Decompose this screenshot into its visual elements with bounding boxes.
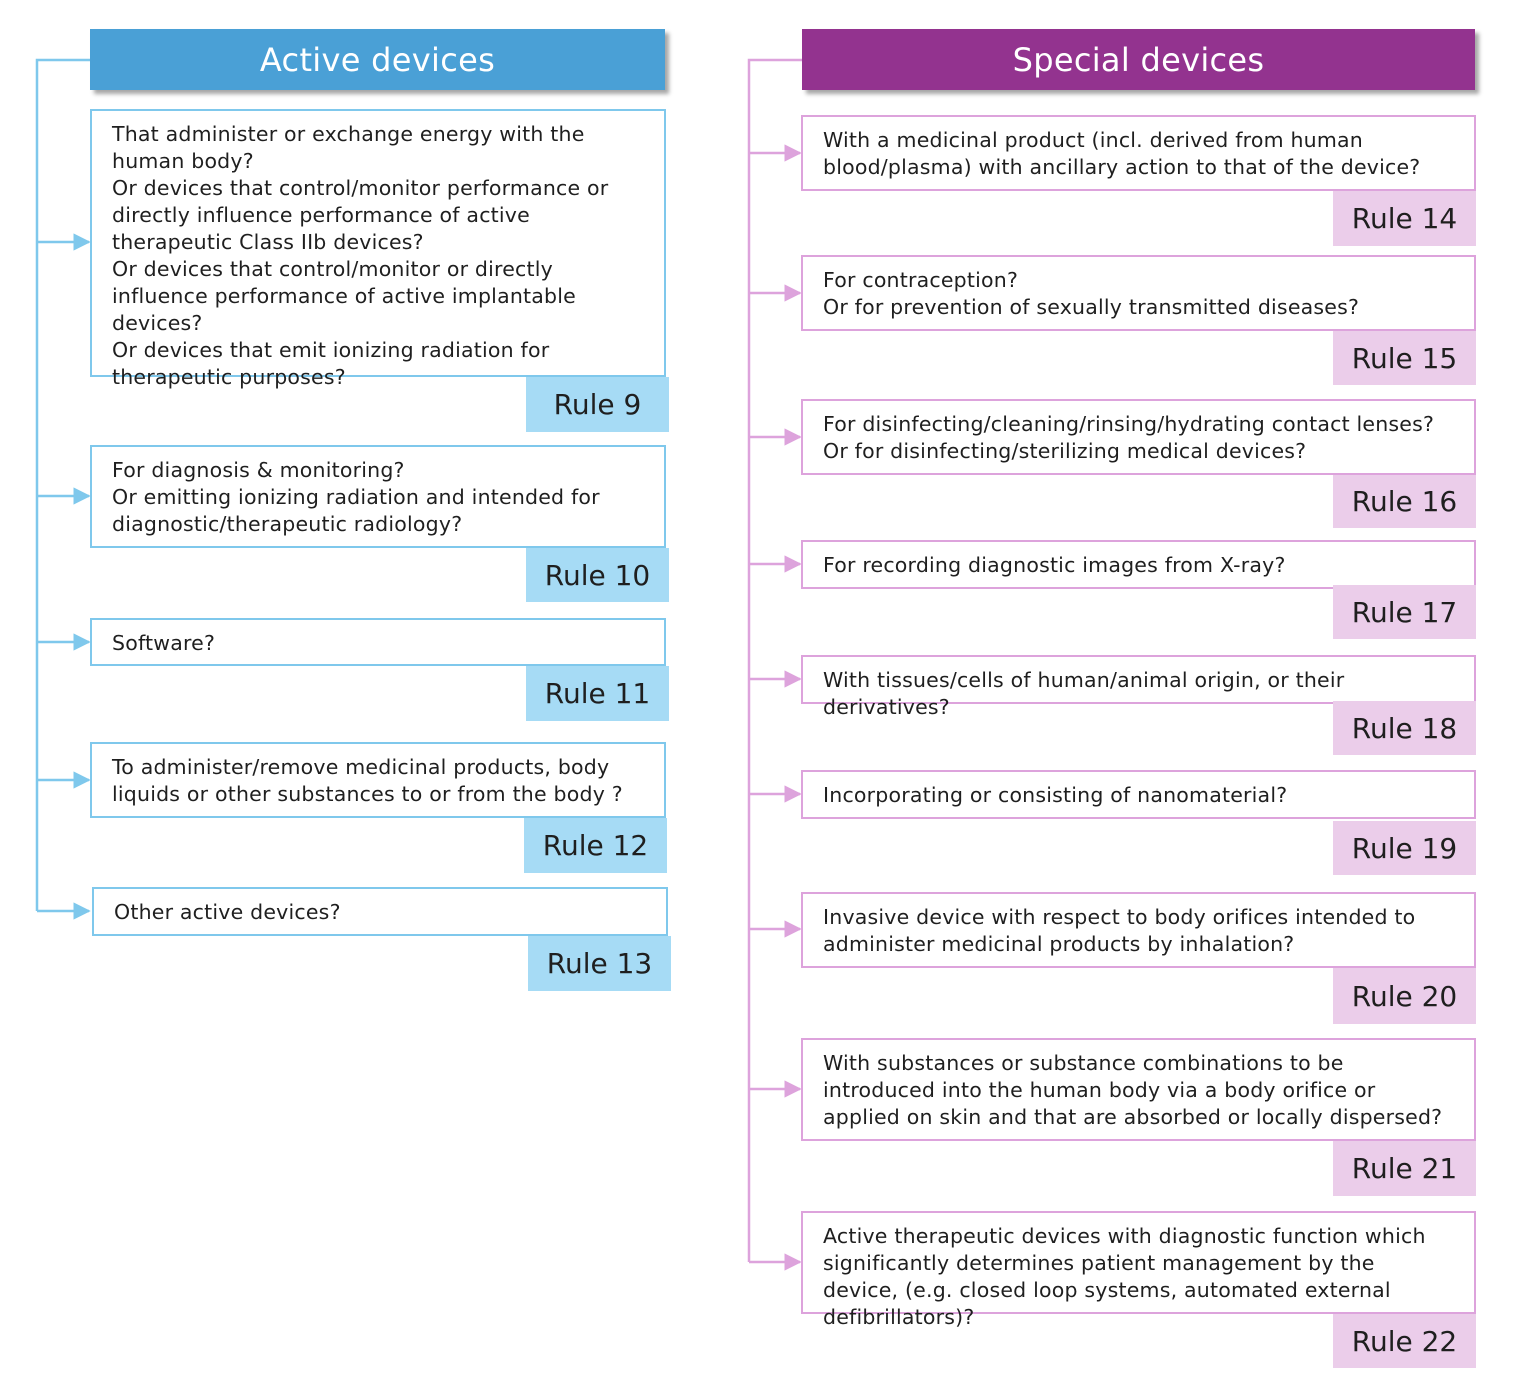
rule-11-label: Rule 11	[526, 666, 669, 721]
rule-16-label: Rule 16	[1333, 475, 1476, 528]
rule-12-question: To administer/remove medicinal products,…	[90, 742, 666, 818]
special-devices-header: Special devices	[802, 29, 1475, 90]
rule-19-label: Rule 19	[1333, 821, 1476, 875]
special-trunk-line	[747, 58, 802, 1262]
active-trunk-line	[35, 58, 90, 911]
rule-10-question: For diagnosis & monitoring? Or emitting …	[90, 445, 666, 548]
rule-18-question: With tissues/cells of human/animal origi…	[801, 655, 1476, 719]
rule-17-label: Rule 17	[1333, 585, 1476, 639]
rule-9-question: That administer or exchange energy with …	[90, 109, 666, 389]
rule-13-label: Rule 13	[528, 936, 671, 991]
rule-22-question: Active therapeutic devices with diagnost…	[801, 1211, 1476, 1329]
rule-16-question: For disinfecting/cleaning/rinsing/hydrat…	[801, 399, 1476, 475]
rule-21-label: Rule 21	[1333, 1141, 1476, 1196]
rule-15-question: For contraception? Or for prevention of …	[801, 255, 1476, 331]
special-connectors	[747, 58, 802, 1271]
rule-21-question: With substances or substance combination…	[801, 1038, 1476, 1141]
rule-19-question: Incorporating or consisting of nanomater…	[801, 770, 1476, 819]
rule-18-label: Rule 18	[1333, 701, 1476, 755]
rule-17-question: For recording diagnostic images from X-r…	[801, 540, 1476, 589]
active-connectors	[35, 58, 91, 920]
rule-22-label: Rule 22	[1333, 1314, 1476, 1368]
rule-12-label: Rule 12	[524, 818, 667, 873]
rule-10-label: Rule 10	[526, 548, 669, 602]
rule-13-question: Other active devices?	[92, 887, 668, 936]
rule-15-label: Rule 15	[1333, 331, 1476, 385]
rule-20-label: Rule 20	[1333, 968, 1476, 1024]
active-devices-header: Active devices	[90, 29, 665, 90]
rule-14-question: With a medicinal product (incl. derived …	[801, 115, 1476, 191]
rule-9-label: Rule 9	[526, 377, 669, 432]
rule-11-question: Software?	[90, 618, 666, 666]
rule-20-question: Invasive device with respect to body ori…	[801, 892, 1476, 968]
rule-14-label: Rule 14	[1333, 191, 1476, 246]
